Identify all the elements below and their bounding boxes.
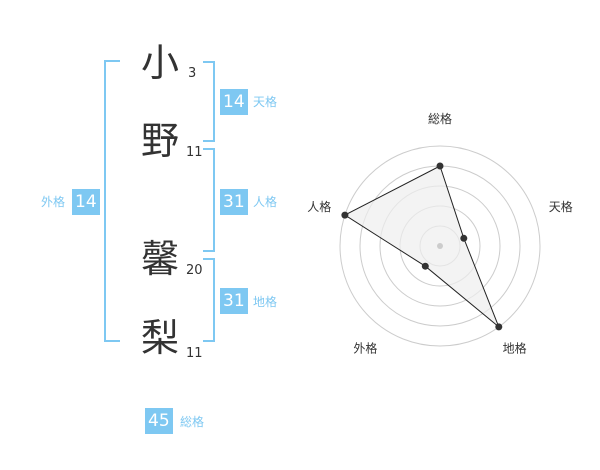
chikaku-label: 地格: [253, 295, 278, 309]
radar-point-4: [421, 262, 429, 270]
radar-point-2: [460, 234, 468, 242]
name-char-3: 馨: [141, 237, 180, 281]
jinkaku-bracket: [203, 148, 215, 252]
radar-axis-label-5: 人格: [307, 199, 331, 214]
soukaku-label: 総格: [180, 415, 205, 429]
jinkaku-label: 人格: [253, 195, 278, 209]
tenkaku-label: 天格: [253, 95, 278, 109]
radar-center: [437, 243, 443, 249]
radar-polygon: [343, 165, 500, 328]
soukaku-value: 45: [145, 408, 173, 434]
chikaku-value: 31: [220, 288, 248, 314]
jinkaku-value: 31: [220, 189, 248, 215]
radar-axis-label-2: 天格: [549, 199, 573, 214]
stroke-count-1: 3: [188, 66, 197, 81]
radar-point-5: [341, 211, 349, 219]
name-char-2: 野: [141, 119, 180, 163]
radar-ring-5: [339, 145, 541, 347]
tenkaku-bracket: [203, 61, 215, 142]
radar-axis-label-1: 総格: [428, 111, 452, 126]
radar-axis-label-4: 外格: [353, 341, 377, 356]
stroke-count-4: 11: [186, 346, 203, 361]
radar-axis-label-3: 地格: [503, 341, 527, 356]
tenkaku-value: 14: [220, 89, 248, 115]
radar-point-1: [436, 162, 444, 170]
name-char-4: 梨: [141, 316, 180, 360]
stroke-count-2: 11: [186, 145, 203, 160]
stroke-count-3: 20: [186, 263, 203, 278]
name-char-1: 小: [141, 41, 180, 85]
chikaku-bracket: [203, 258, 215, 342]
gaikaku-bracket: [104, 60, 120, 342]
gaikaku-value: 14: [72, 189, 100, 215]
gaikaku-label: 外格: [41, 195, 66, 209]
radar-point-3: [495, 323, 503, 331]
